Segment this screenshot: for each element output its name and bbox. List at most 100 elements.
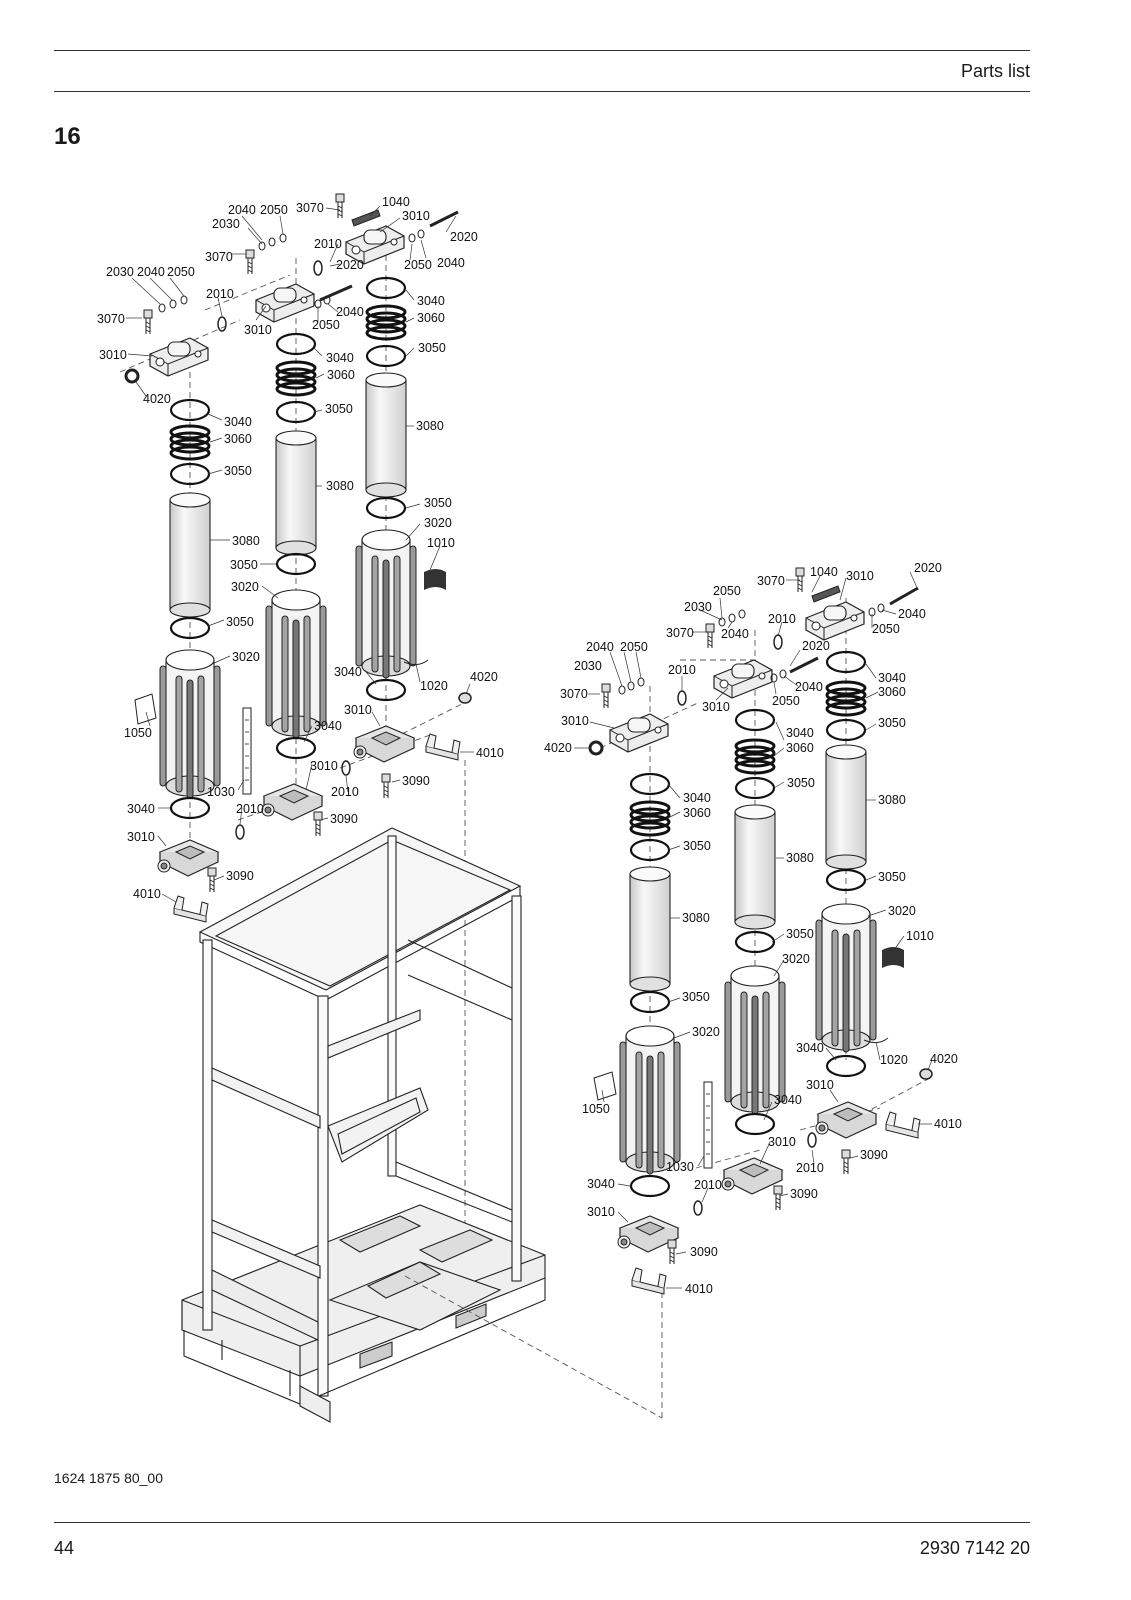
callout: 3090 xyxy=(402,774,430,788)
part-callouts: 3070 2040 2050 2030 1040 3010 2020 2010 … xyxy=(97,195,962,1296)
callout: 2040 xyxy=(336,305,364,319)
callout: 1030 xyxy=(207,785,235,799)
callout: 3040 xyxy=(127,802,155,816)
callout: 3040 xyxy=(878,671,906,685)
callout: 3060 xyxy=(224,432,252,446)
callout: 2050 xyxy=(404,258,432,272)
callout: 3050 xyxy=(325,402,353,416)
callout: 3090 xyxy=(226,869,254,883)
callout: 2050 xyxy=(620,640,648,654)
callout: 3050 xyxy=(424,496,452,510)
callout: 2010 xyxy=(236,802,264,816)
callout: 2010 xyxy=(314,237,342,251)
callout: 3010 xyxy=(310,759,338,773)
callout: 3090 xyxy=(860,1148,888,1162)
callout: 3070 xyxy=(560,687,588,701)
callout: 3040 xyxy=(326,351,354,365)
callout: 3060 xyxy=(786,741,814,755)
callout: 3040 xyxy=(683,791,711,805)
callout: 3070 xyxy=(296,201,324,215)
callout: 1050 xyxy=(124,726,152,740)
callout: 3010 xyxy=(402,209,430,223)
callout: 3070 xyxy=(205,250,233,264)
callout: 2010 xyxy=(331,785,359,799)
callout: 1020 xyxy=(880,1053,908,1067)
callout: 1030 xyxy=(666,1160,694,1174)
callout: 3050 xyxy=(226,615,254,629)
callout: 4010 xyxy=(685,1282,713,1296)
footer-rule xyxy=(54,1522,1030,1523)
header-rule-bottom xyxy=(54,91,1030,92)
page-number: 44 xyxy=(54,1538,75,1558)
callout: 3040 xyxy=(796,1041,824,1055)
callout: 3070 xyxy=(666,626,694,640)
callout: 1040 xyxy=(810,565,838,579)
callout: 3050 xyxy=(787,776,815,790)
callout: 2020 xyxy=(802,639,830,653)
callout: 3070 xyxy=(757,574,785,588)
callout: 3050 xyxy=(878,716,906,730)
callout: 3080 xyxy=(682,911,710,925)
callout: 1010 xyxy=(427,536,455,550)
callout: 3060 xyxy=(327,368,355,382)
callout: 2030 xyxy=(574,659,602,673)
callout: 3010 xyxy=(99,348,127,362)
callout: 3050 xyxy=(224,464,252,478)
callout: 3010 xyxy=(768,1135,796,1149)
callout: 2050 xyxy=(772,694,800,708)
drawing-reference: 1624 1875 80_00 xyxy=(54,1470,163,1486)
callout: 3080 xyxy=(232,534,260,548)
callout: 2030 xyxy=(106,265,134,279)
callout: 2030 xyxy=(684,600,712,614)
callout: 3050 xyxy=(878,870,906,884)
callout: 3010 xyxy=(587,1205,615,1219)
callout: 3020 xyxy=(692,1025,720,1039)
callout: 3080 xyxy=(878,793,906,807)
callout: 2030 xyxy=(212,217,240,231)
callout: 3010 xyxy=(344,703,372,717)
callout: 2010 xyxy=(694,1178,722,1192)
callout: 2050 xyxy=(872,622,900,636)
support-frame xyxy=(181,827,546,1423)
callout: 3070 xyxy=(97,312,125,326)
callout: 3090 xyxy=(790,1187,818,1201)
callout: 3050 xyxy=(418,341,446,355)
document-number: 2930 7142 20 xyxy=(919,1538,1030,1558)
callout: 3040 xyxy=(334,665,362,679)
callout: 2040 xyxy=(437,256,465,270)
callout: 4020 xyxy=(544,741,572,755)
callout: 2050 xyxy=(260,203,288,217)
callout: 2010 xyxy=(668,663,696,677)
callout: 3040 xyxy=(786,726,814,740)
header-rule-top xyxy=(54,50,1030,51)
callout: 2010 xyxy=(768,612,796,626)
callout: 3050 xyxy=(786,927,814,941)
callout: 3060 xyxy=(417,311,445,325)
callout: 3080 xyxy=(326,479,354,493)
callout: 3010 xyxy=(244,323,272,337)
callout: 3080 xyxy=(416,419,444,433)
callout: 3010 xyxy=(806,1078,834,1092)
section-title: Parts list xyxy=(960,61,1030,81)
callout: 3040 xyxy=(774,1093,802,1107)
callout: 3040 xyxy=(314,719,342,733)
callout: 2020 xyxy=(450,230,478,244)
callout: 3010 xyxy=(561,714,589,728)
callout: 3050 xyxy=(683,839,711,853)
callout: 1020 xyxy=(420,679,448,693)
callout: 3020 xyxy=(424,516,452,530)
callout: 2050 xyxy=(167,265,195,279)
callout: 2040 xyxy=(137,265,165,279)
callout: 2040 xyxy=(586,640,614,654)
callout: 1040 xyxy=(382,195,410,209)
callout: 3050 xyxy=(230,558,258,572)
callout: 3020 xyxy=(232,650,260,664)
callout: 4020 xyxy=(930,1052,958,1066)
callout: 3040 xyxy=(224,415,252,429)
callout: 2050 xyxy=(312,318,340,332)
callout: 4020 xyxy=(470,670,498,684)
figure-number: 16 xyxy=(54,123,81,150)
callout: 3090 xyxy=(690,1245,718,1259)
callout: 1010 xyxy=(906,929,934,943)
